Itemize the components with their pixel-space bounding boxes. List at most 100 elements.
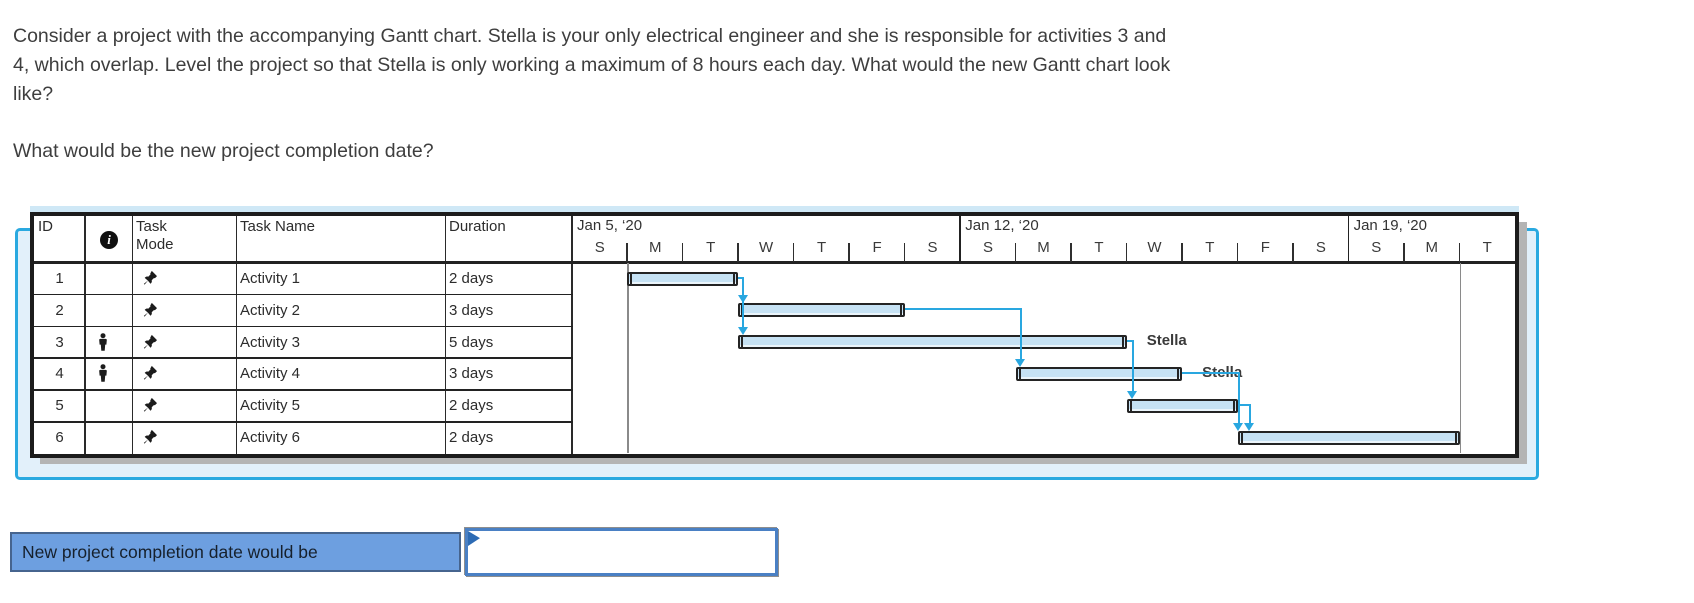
task-name: Activity 4 — [240, 365, 301, 383]
link-line — [1019, 308, 1022, 359]
day-tick — [1403, 243, 1405, 262]
gantt-frame: ID i Task Mode Task Name Duration Jan 5,… — [30, 212, 1519, 458]
gantt-bar — [1126, 398, 1238, 413]
info-icon: i — [100, 231, 118, 249]
day-letter: S — [927, 239, 938, 256]
task-duration: 3 days — [449, 365, 494, 383]
figure-top-band — [30, 206, 1519, 215]
day-tick — [903, 243, 906, 262]
week-separator — [1347, 216, 1350, 262]
task-name: Activity 5 — [240, 397, 301, 415]
task-id: 6 — [55, 429, 64, 447]
week-label: Jan 19, ‘20 — [1353, 217, 1427, 234]
day-letter: T — [1094, 239, 1104, 256]
header-id: ID — [38, 218, 53, 235]
day-letter: S — [594, 239, 605, 256]
day-tick — [1070, 243, 1072, 262]
row-separator — [34, 357, 573, 360]
day-tick — [792, 243, 795, 262]
row-separator — [34, 293, 573, 296]
day-tick — [1014, 243, 1017, 262]
header-bottom-border — [34, 261, 1515, 264]
day-tick — [1125, 243, 1128, 262]
pushpin-icon — [142, 302, 158, 323]
day-letter: W — [759, 239, 774, 256]
day-letter: M — [648, 239, 662, 256]
link-line — [1237, 403, 1251, 406]
overallocated-person-icon — [97, 332, 109, 356]
header-task-mode: Task Mode — [136, 218, 174, 254]
link-line — [1237, 371, 1240, 423]
day-tick — [848, 243, 850, 262]
column-separator — [131, 216, 134, 454]
day-tick — [1236, 243, 1239, 262]
table-chart-divider — [570, 216, 573, 454]
gantt-bar — [627, 271, 739, 286]
task-id: 5 — [55, 397, 64, 415]
day-letter: W — [1147, 239, 1162, 256]
day-letter: F — [872, 239, 882, 256]
day-letter: T — [817, 239, 827, 256]
task-id: 4 — [55, 365, 64, 383]
day-tick — [626, 243, 628, 262]
day-letter: M — [1425, 239, 1439, 256]
link-line — [742, 276, 745, 328]
link-arrow — [1015, 358, 1026, 367]
task-name: Activity 3 — [240, 333, 301, 351]
day-letter: M — [1037, 239, 1050, 256]
header-task-mode-line1: Task — [136, 218, 167, 235]
task-duration: 3 days — [449, 301, 494, 319]
header-task-mode-line2: Mode — [136, 236, 174, 253]
pushpin-icon — [142, 397, 158, 418]
overallocated-person-icon — [97, 364, 109, 387]
week-label: Jan 5, ‘20 — [577, 217, 643, 234]
gantt-bar — [1015, 366, 1183, 381]
project-start-line — [627, 263, 629, 453]
completion-date-input[interactable] — [465, 528, 778, 576]
day-tick — [1292, 243, 1294, 262]
day-tick — [681, 243, 684, 262]
link-line — [738, 276, 745, 279]
day-letter: T — [1205, 239, 1215, 256]
question-line-2: 4, which overlap. Level the project so t… — [13, 54, 1171, 76]
day-tick — [1181, 243, 1183, 262]
day-letter: S — [1315, 239, 1326, 256]
project-finish-line — [1459, 263, 1462, 453]
task-name: Activity 1 — [240, 270, 301, 287]
week-separator — [959, 216, 961, 262]
task-duration: 2 days — [449, 429, 494, 447]
bar-resource-label: Stella — [1146, 332, 1187, 350]
link-arrow — [1244, 422, 1255, 431]
link-arrow — [1127, 390, 1138, 399]
row-separator — [34, 389, 573, 391]
day-letter: T — [1482, 239, 1492, 256]
link-line — [1182, 371, 1240, 374]
column-separator — [235, 216, 238, 454]
question-prompt: What would be the new project completion… — [13, 140, 434, 162]
gantt-bar — [738, 303, 905, 318]
question-line-3: like? — [13, 83, 54, 105]
row-separator — [34, 421, 573, 423]
task-id: 1 — [55, 270, 64, 287]
link-line — [1248, 403, 1251, 423]
header-duration: Duration — [449, 218, 506, 235]
link-line — [1131, 340, 1134, 391]
day-tick — [737, 243, 739, 262]
gantt-bar — [738, 335, 1127, 350]
task-duration: 5 days — [449, 333, 494, 351]
link-line — [904, 308, 1022, 311]
week-label: Jan 12, ‘20 — [965, 217, 1039, 234]
task-id: 2 — [55, 301, 64, 319]
link-arrow — [737, 327, 748, 336]
column-separator — [444, 216, 447, 454]
task-id: 3 — [55, 333, 64, 351]
task-name: Activity 2 — [240, 301, 301, 319]
gantt-bar — [1237, 430, 1460, 445]
link-arrow — [1233, 422, 1244, 431]
day-letter: T — [706, 239, 716, 256]
pushpin-icon — [142, 365, 158, 386]
column-separator — [84, 216, 86, 454]
row-separator — [34, 325, 573, 328]
day-letter: S — [983, 239, 994, 256]
question-line-1: Consider a project with the accompanying… — [13, 25, 1167, 47]
